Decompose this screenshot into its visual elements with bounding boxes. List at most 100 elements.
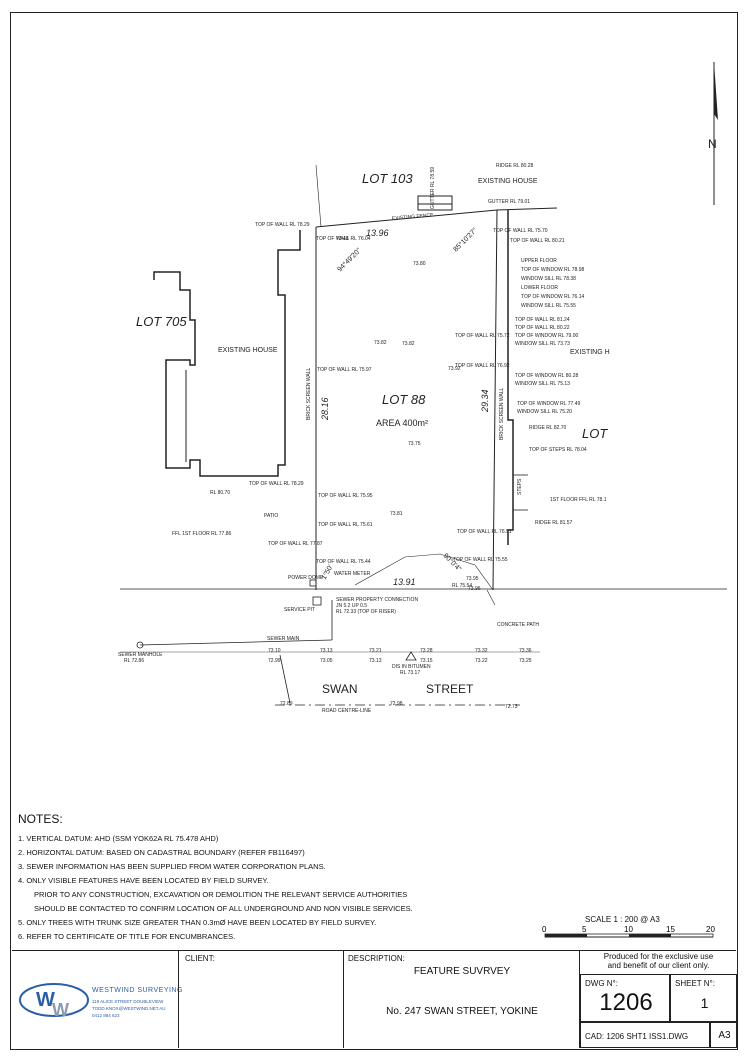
notes-section: NOTES: 1. VERTICAL DATUM: AHD (SSM YOK62… (18, 812, 578, 944)
sewer-lines (136, 579, 333, 649)
svg-text:72.89: 72.89 (280, 701, 293, 707)
svg-text:TOP OF WINDOW RL 76.14: TOP OF WINDOW RL 76.14 (521, 294, 584, 300)
street-name-swan: SWAN (322, 682, 358, 696)
svg-text:TOP OF WALL RL 76.91: TOP OF WALL RL 76.91 (457, 529, 512, 535)
lot-east-label: LOT (582, 426, 608, 441)
svg-text:73.21: 73.21 (369, 648, 382, 654)
sheet-number: 1 (700, 995, 709, 1011)
concrete-path-label: CONCRETE PATH (497, 622, 539, 628)
dimension-west: 28.16 (320, 397, 330, 421)
svg-text:TOP OF WINDOW RL 78.98: TOP OF WINDOW RL 78.98 (521, 267, 584, 273)
sewer-manhole-symbol (136, 641, 144, 649)
description-cell: DESCRIPTION: FEATURE SUVRVEY No. 247 SWA… (343, 950, 579, 1048)
svg-text:RL 75.54: RL 75.54 (452, 583, 472, 589)
paper-size-box: A3 (710, 1022, 737, 1048)
note-4a: PRIOR TO ANY CONSTRUCTION, EXCAVATION OR… (34, 890, 408, 899)
svg-text:73.95: 73.95 (466, 576, 479, 582)
svg-text:TOP OF WALL RL 75.72: TOP OF WALL RL 75.72 (455, 333, 510, 339)
svg-text:GUTTER RL 78.59: GUTTER RL 78.59 (430, 167, 436, 209)
existing-house-east-outline (507, 210, 528, 545)
brick-wall-west-label: BRICK SCREEN WALL (306, 367, 312, 420)
svg-text:TOP OF WALL RL 80.22: TOP OF WALL RL 80.22 (515, 325, 570, 331)
dimension-north: 13.96 (366, 228, 389, 238)
svg-text:TOP OF WALL RL 75.97: TOP OF WALL RL 75.97 (317, 367, 372, 373)
svg-text:WINDOW SILL RL 78.38: WINDOW SILL RL 78.38 (521, 276, 576, 282)
svg-text:WINDOW SILL RL 73.73: WINDOW SILL RL 73.73 (515, 341, 570, 347)
patio-label: PATIO (264, 513, 278, 519)
cad-file-box: CAD: 1206 SHT1 ISS1.DWG (580, 1022, 710, 1048)
sheet-label: SHEET N°: (675, 979, 715, 988)
svg-text:72.73: 72.73 (505, 704, 518, 710)
disclaimer-1: Produced for the exclusive use (603, 952, 714, 961)
svg-text:TOP OF WALL RL 78.29: TOP OF WALL RL 78.29 (255, 222, 310, 228)
steps-label: STEPS (517, 478, 523, 495)
svg-text:TOP OF WINDOW RL 79.00: TOP OF WINDOW RL 79.00 (515, 333, 578, 339)
client-label: CLIENT: (185, 954, 215, 963)
svg-text:WINDOW SILL RL 75.20: WINDOW SILL RL 75.20 (517, 409, 572, 415)
svg-text:73.75: 73.75 (408, 441, 421, 447)
dis-bitumen-marker (405, 651, 417, 661)
company-name: WESTWIND SURVEYING (92, 987, 183, 994)
svg-text:TOP OF WINDOW RL 80.28: TOP OF WINDOW RL 80.28 (515, 373, 578, 379)
address-line: No. 247 SWAN STREET, YOKINE (386, 1006, 538, 1017)
svg-text:73.32: 73.32 (475, 648, 488, 654)
spot-levels: 73.82 73.92 73.75 73.82 73.95 73.81 73.8… (268, 236, 532, 710)
scale-title: SCALE 1 : 200 @ A3 (585, 915, 660, 924)
svg-text:W: W (36, 989, 55, 1011)
svg-text:LOWER FLOOR: LOWER FLOOR (521, 285, 558, 291)
bearing-1: 94°49'20" (336, 246, 363, 273)
lot-103-label: LOT 103 (362, 171, 413, 186)
dimension-south: 13.91 (393, 577, 416, 587)
disclaimer-2: and benefit of our client only. (607, 961, 710, 970)
lot-705-label: LOT 705 (136, 314, 187, 329)
westwind-logo-icon: W W (19, 983, 89, 1020)
brick-wall-east-label: BRICK SCREEN WALL (499, 387, 505, 440)
notes-title: NOTES: (18, 812, 63, 826)
dwg-label: DWG N°: (585, 979, 618, 988)
svg-text:73.13: 73.13 (320, 648, 333, 654)
rl-annotations: RIDGE RL 80.28 GUTTER RL 79.01 GUTTER RL… (210, 163, 587, 589)
svg-text:RIDGE RL 82.70: RIDGE RL 82.70 (529, 425, 567, 431)
svg-text:73.10: 73.10 (268, 648, 281, 654)
lot-88-label: LOT 88 (382, 392, 426, 407)
dimension-east: 29.34 (480, 389, 490, 413)
sewer-manhole-rl: RL 72.86 (124, 658, 144, 664)
road-centreline-label: ROAD CENTRE-LINE (322, 708, 372, 714)
existing-house-north-label: EXISTING HOUSE (478, 178, 538, 185)
lot-88-area: AREA 400m² (376, 418, 428, 428)
client-cell: CLIENT: (178, 950, 343, 1048)
company-logo: W W (18, 972, 188, 1027)
company-address: 119 ALICE STREET DOUBLEVIEW (92, 999, 164, 1004)
dis-bitumen-label: DIS IN BITUMEN (392, 664, 431, 670)
svg-text:73.82: 73.82 (374, 340, 387, 346)
note-4: 4. ONLY VISIBLE FEATURES HAVE BEEN LOCAT… (18, 876, 269, 885)
water-meter-label: WATER METER (334, 571, 371, 577)
cad-file: CAD: 1206 SHT1 ISS1.DWG (585, 1032, 689, 1041)
sewer-connection-1: SEWER PROPERTY CONNECTION (336, 597, 418, 603)
company-phone: 0412 884 623 (92, 1013, 120, 1018)
svg-text:73.82: 73.82 (402, 341, 415, 347)
sewer-connection-2: JN 5.2 UP 0.5 (336, 603, 367, 609)
svg-text:TOP OF WINDOW RL 77.49: TOP OF WINDOW RL 77.49 (517, 401, 580, 407)
road-lines (120, 651, 540, 706)
dwg-number-box: DWG N°: 1206 (580, 974, 670, 1022)
existing-house-west-outline (153, 230, 301, 477)
svg-text:73.48: 73.48 (336, 236, 349, 242)
company-email: TODD.KNOX@WESTWIND.NET.AU (92, 1006, 166, 1011)
svg-text:73.15: 73.15 (420, 658, 433, 664)
svg-text:TOP OF WALL RL 80.21: TOP OF WALL RL 80.21 (510, 238, 565, 244)
service-pit-label: SERVICE PIT (284, 607, 315, 613)
svg-text:TOP OF WALL RL 75.95: TOP OF WALL RL 75.95 (318, 493, 373, 499)
dwg-number: 1206 (599, 989, 653, 1016)
svg-text:TOP OF WALL RL 75.70: TOP OF WALL RL 75.70 (493, 228, 548, 234)
site-plan: N (118, 62, 727, 714)
description-value: FEATURE SUVRVEY (413, 966, 511, 977)
svg-text:73.92: 73.92 (448, 366, 461, 372)
svg-text:RIDGE RL 80.28: RIDGE RL 80.28 (496, 163, 534, 169)
svg-text:WINDOW SILL RL 75.13: WINDOW SILL RL 75.13 (515, 381, 570, 387)
svg-text:73.80: 73.80 (413, 261, 426, 267)
sheet-number-box: SHEET N°: 1 (670, 974, 737, 1022)
svg-text:72.99: 72.99 (268, 658, 281, 664)
sewer-main-label: SEWER MAIN (267, 636, 300, 642)
svg-text:UPPER FLOOR: UPPER FLOOR (521, 258, 557, 264)
